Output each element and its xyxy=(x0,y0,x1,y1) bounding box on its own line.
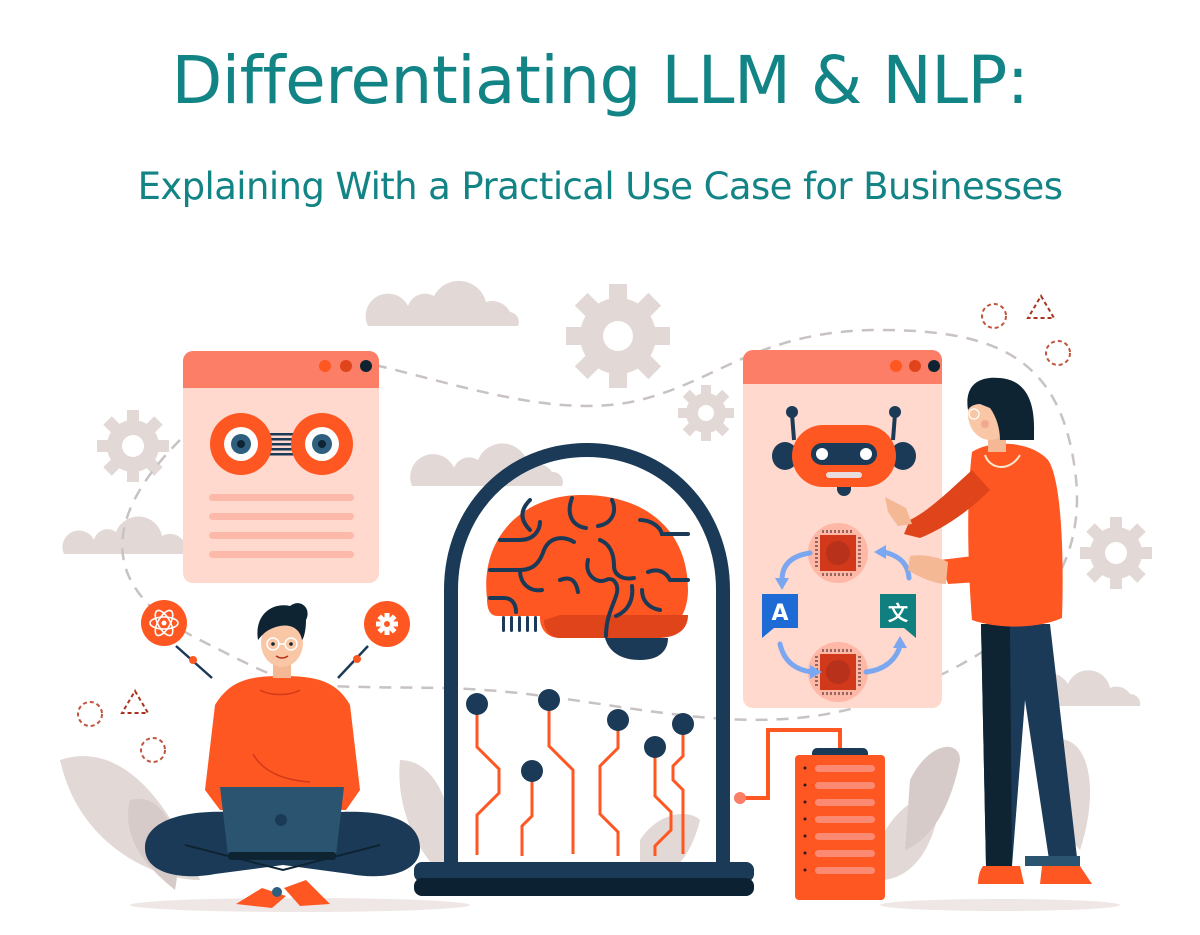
atom-icon xyxy=(141,600,213,679)
cloud-icon xyxy=(62,516,195,554)
robot-head-icon xyxy=(772,406,916,496)
gear-icon xyxy=(678,385,734,441)
gear-icon xyxy=(566,284,670,388)
window-dot xyxy=(340,360,352,372)
dashed-circle-icon xyxy=(1045,340,1071,366)
dashed-triangle-icon xyxy=(1026,294,1056,319)
woman-pointing xyxy=(885,377,1092,884)
arrowheads xyxy=(775,545,907,679)
left-window xyxy=(183,351,379,583)
gear-icon xyxy=(97,410,169,482)
dashed-circle-icon xyxy=(981,303,1007,329)
man-with-laptop xyxy=(141,600,420,908)
cloud-icon xyxy=(410,443,563,486)
ground-shadow xyxy=(880,899,1120,911)
window-dot xyxy=(909,360,921,372)
cpu-chip-icon xyxy=(808,642,868,702)
brain-in-jar-icon xyxy=(414,442,754,896)
window-dot xyxy=(319,360,331,372)
svg-text:文: 文 xyxy=(888,601,909,625)
right-window: A 文 xyxy=(743,350,942,708)
translate-target-icon: 文 xyxy=(880,594,916,638)
robot-eyes-icon xyxy=(210,413,353,475)
dashed-circle-icon xyxy=(140,737,166,763)
page-title: Differentiating LLM & NLP: xyxy=(171,42,1029,119)
dashed-circle-icon xyxy=(77,701,103,727)
cloud-icon xyxy=(365,280,519,326)
text-lines xyxy=(209,494,354,558)
gear-icon xyxy=(1080,517,1152,589)
dashed-triangle-icon xyxy=(120,689,150,714)
translate-source-icon: A xyxy=(762,594,798,638)
gear-icon xyxy=(337,601,410,679)
server-rack-icon xyxy=(734,728,885,900)
window-dot xyxy=(360,360,372,372)
window-dot xyxy=(928,360,940,372)
page-subtitle: Explaining With a Practical Use Case for… xyxy=(137,165,1063,208)
svg-text:A: A xyxy=(771,601,788,626)
cpu-chip-icon xyxy=(808,523,868,583)
window-dot xyxy=(890,360,902,372)
cycle-arrows-icon xyxy=(777,549,912,675)
